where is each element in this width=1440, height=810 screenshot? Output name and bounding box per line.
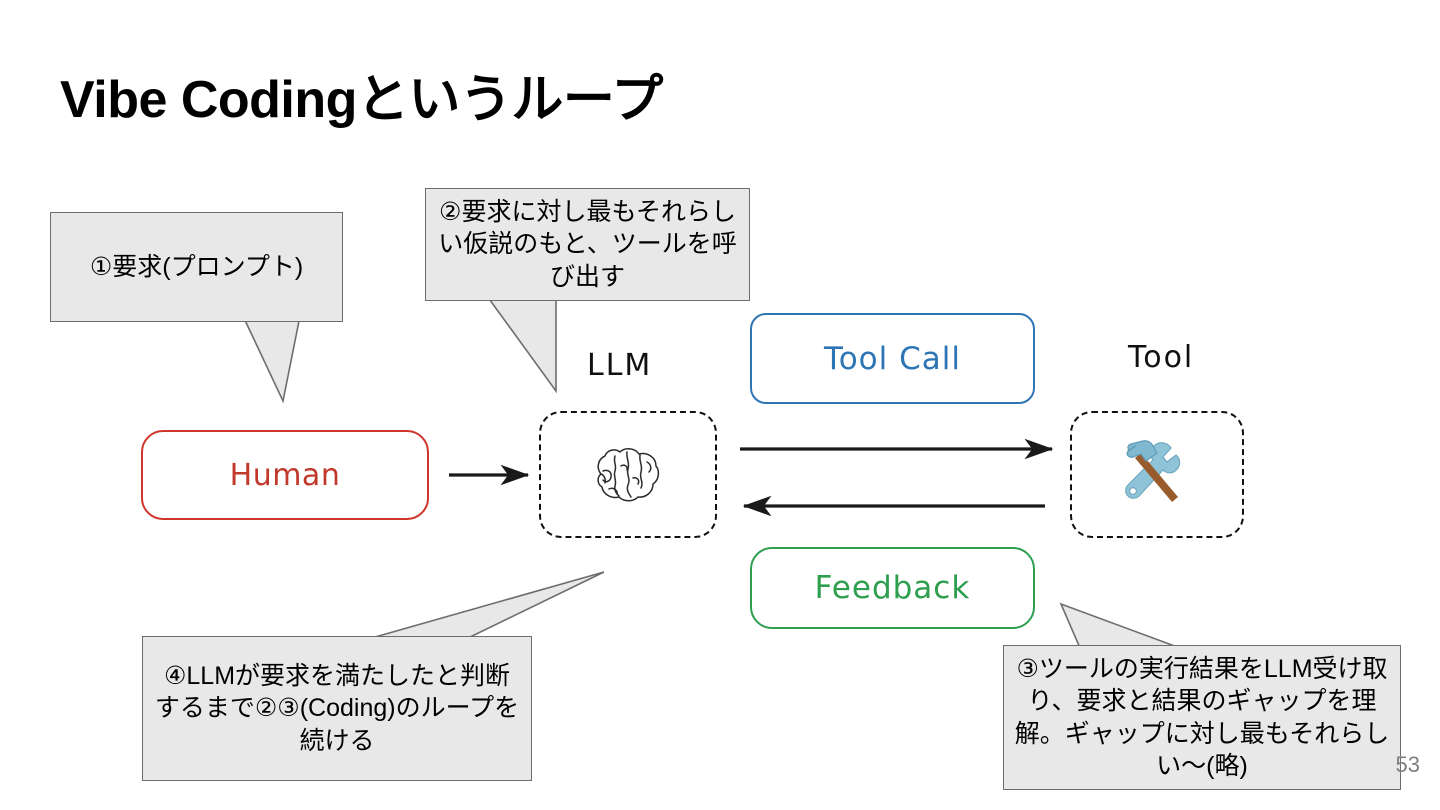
callout-box-4: ④LLMが要求を満たしたと判断するまで②③(Coding)のループを続ける bbox=[142, 636, 532, 781]
llm-node bbox=[539, 411, 717, 538]
tool-call-label: Tool Call bbox=[824, 340, 961, 377]
human-node: Human bbox=[141, 430, 429, 520]
callout-box-1: ①要求(プロンプト) bbox=[50, 212, 343, 322]
human-label: Human bbox=[229, 457, 341, 493]
tool-node bbox=[1070, 411, 1244, 538]
callout-2-text: ②要求に対し最もそれらしい仮説のもと、ツールを呼び出す bbox=[438, 197, 737, 291]
callout-4-text: ④LLMが要求を満たしたと判断するまで②③(Coding)のループを続ける bbox=[154, 661, 520, 755]
feedback-label: Feedback bbox=[814, 570, 971, 606]
callout-3-text: ③ツールの実行結果をLLM受け取り、要求と結果のギャップを理解。ギャップに対し最… bbox=[1014, 654, 1390, 781]
tool-call-node: Tool Call bbox=[750, 313, 1035, 404]
brain-icon bbox=[597, 447, 660, 501]
hammer-and-wrench-icon bbox=[1125, 439, 1181, 502]
page-title: Vibe Codingというループ bbox=[60, 71, 663, 129]
llm-caption: LLM bbox=[587, 348, 653, 383]
callout-box-3: ③ツールの実行結果をLLM受け取り、要求と結果のギャップを理解。ギャップに対し最… bbox=[1003, 645, 1401, 790]
page-number: 53 bbox=[1395, 752, 1420, 777]
feedback-node: Feedback bbox=[750, 547, 1035, 629]
callout-box-2: ②要求に対し最もそれらしい仮説のもと、ツールを呼び出す bbox=[425, 188, 750, 301]
tool-caption: Tool bbox=[1128, 340, 1195, 375]
callout-1-text: ①要求(プロンプト) bbox=[89, 252, 304, 281]
